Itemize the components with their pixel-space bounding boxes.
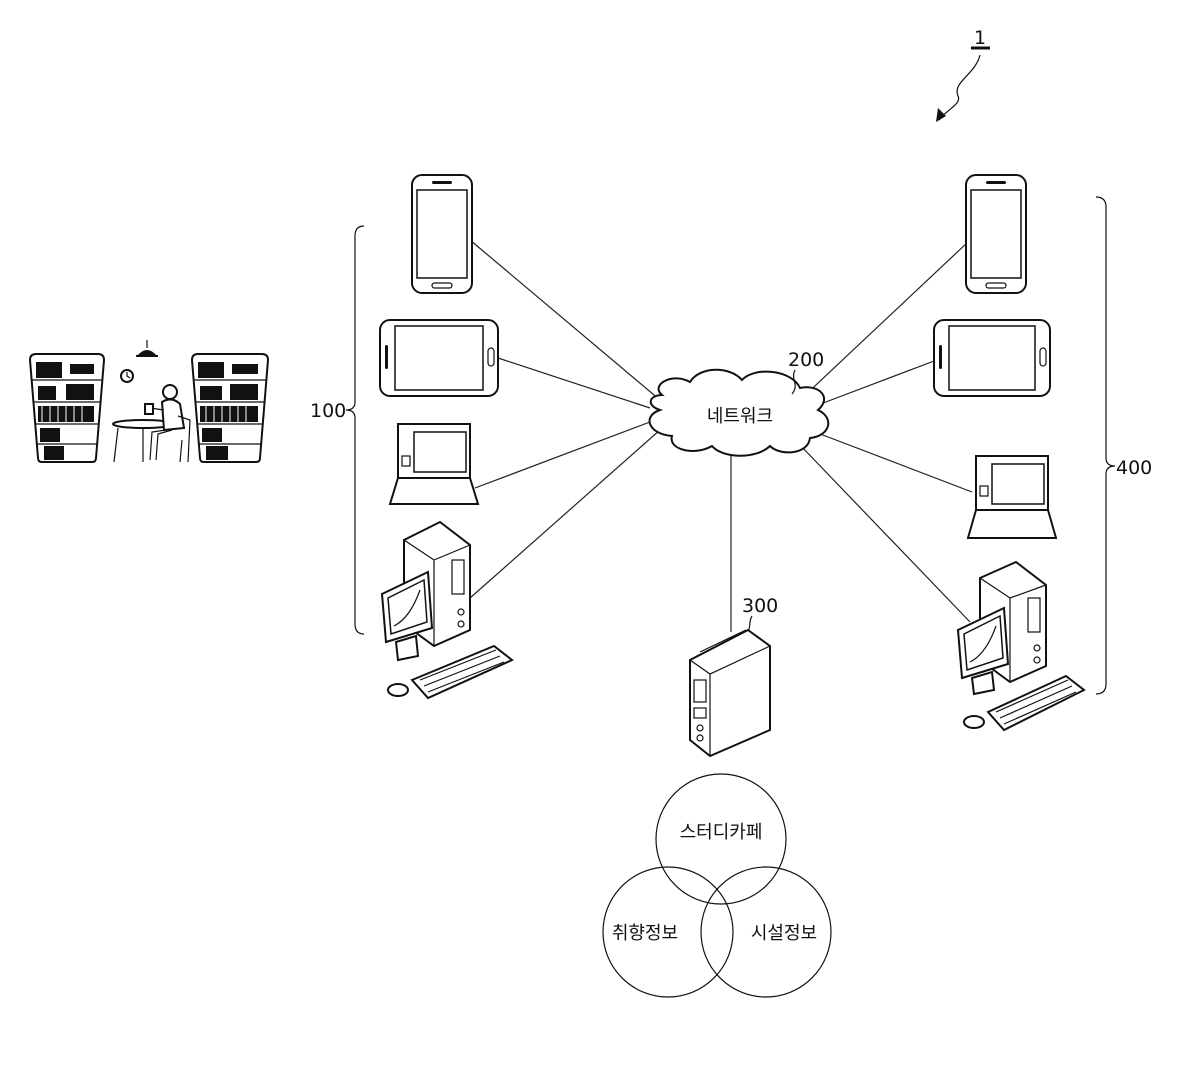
system-reference: 1 xyxy=(936,27,990,122)
provider-tablet xyxy=(934,320,1050,396)
bookshelf-icon xyxy=(30,354,104,462)
provider-laptop xyxy=(968,456,1056,538)
venn-diagram: 스터디카페 취향정보 시설정보 xyxy=(603,774,831,997)
link-user-laptop xyxy=(475,422,650,488)
mouse-icon xyxy=(388,684,408,696)
server-ref: 300 xyxy=(742,595,778,617)
arrow-head-icon xyxy=(936,108,946,122)
mouse-icon xyxy=(964,716,984,728)
network-ref: 200 xyxy=(788,349,824,371)
keyboard-icon xyxy=(988,676,1084,730)
bookshelf-icon xyxy=(192,354,268,462)
link-user-desktop xyxy=(470,430,660,598)
server: 300 xyxy=(690,595,778,756)
link-provider-laptop xyxy=(815,432,972,492)
server-tower-icon xyxy=(690,630,770,756)
study-cafe-scene xyxy=(30,340,268,462)
network-label: 네트워크 xyxy=(707,406,773,427)
user-group-brace xyxy=(346,226,364,634)
link-provider-tablet xyxy=(810,358,942,408)
link-user-tablet xyxy=(498,358,650,408)
venn-top-label: 스터디카페 xyxy=(680,822,763,843)
network-cloud: 네트워크 200 xyxy=(650,349,829,456)
provider-smartphone xyxy=(966,175,1026,293)
provider-desktop xyxy=(958,562,1084,730)
user-group-ref: 100 xyxy=(310,400,346,422)
venn-right-label: 시설정보 xyxy=(751,923,817,944)
link-provider-desktop xyxy=(800,445,970,622)
provider-group-ref: 400 xyxy=(1116,457,1152,479)
user-desktop xyxy=(382,522,512,698)
system-ref-label: 1 xyxy=(974,27,986,49)
user-smartphone xyxy=(412,175,472,293)
clock-icon xyxy=(121,370,133,382)
keyboard-icon xyxy=(412,646,512,698)
user-tablet xyxy=(380,320,498,396)
venn-left-label: 취향정보 xyxy=(612,923,678,944)
system-ref-arrow xyxy=(939,55,980,120)
provider-group-brace xyxy=(1096,197,1115,694)
pendant-lamp-icon xyxy=(136,340,158,356)
user-laptop xyxy=(390,424,478,504)
